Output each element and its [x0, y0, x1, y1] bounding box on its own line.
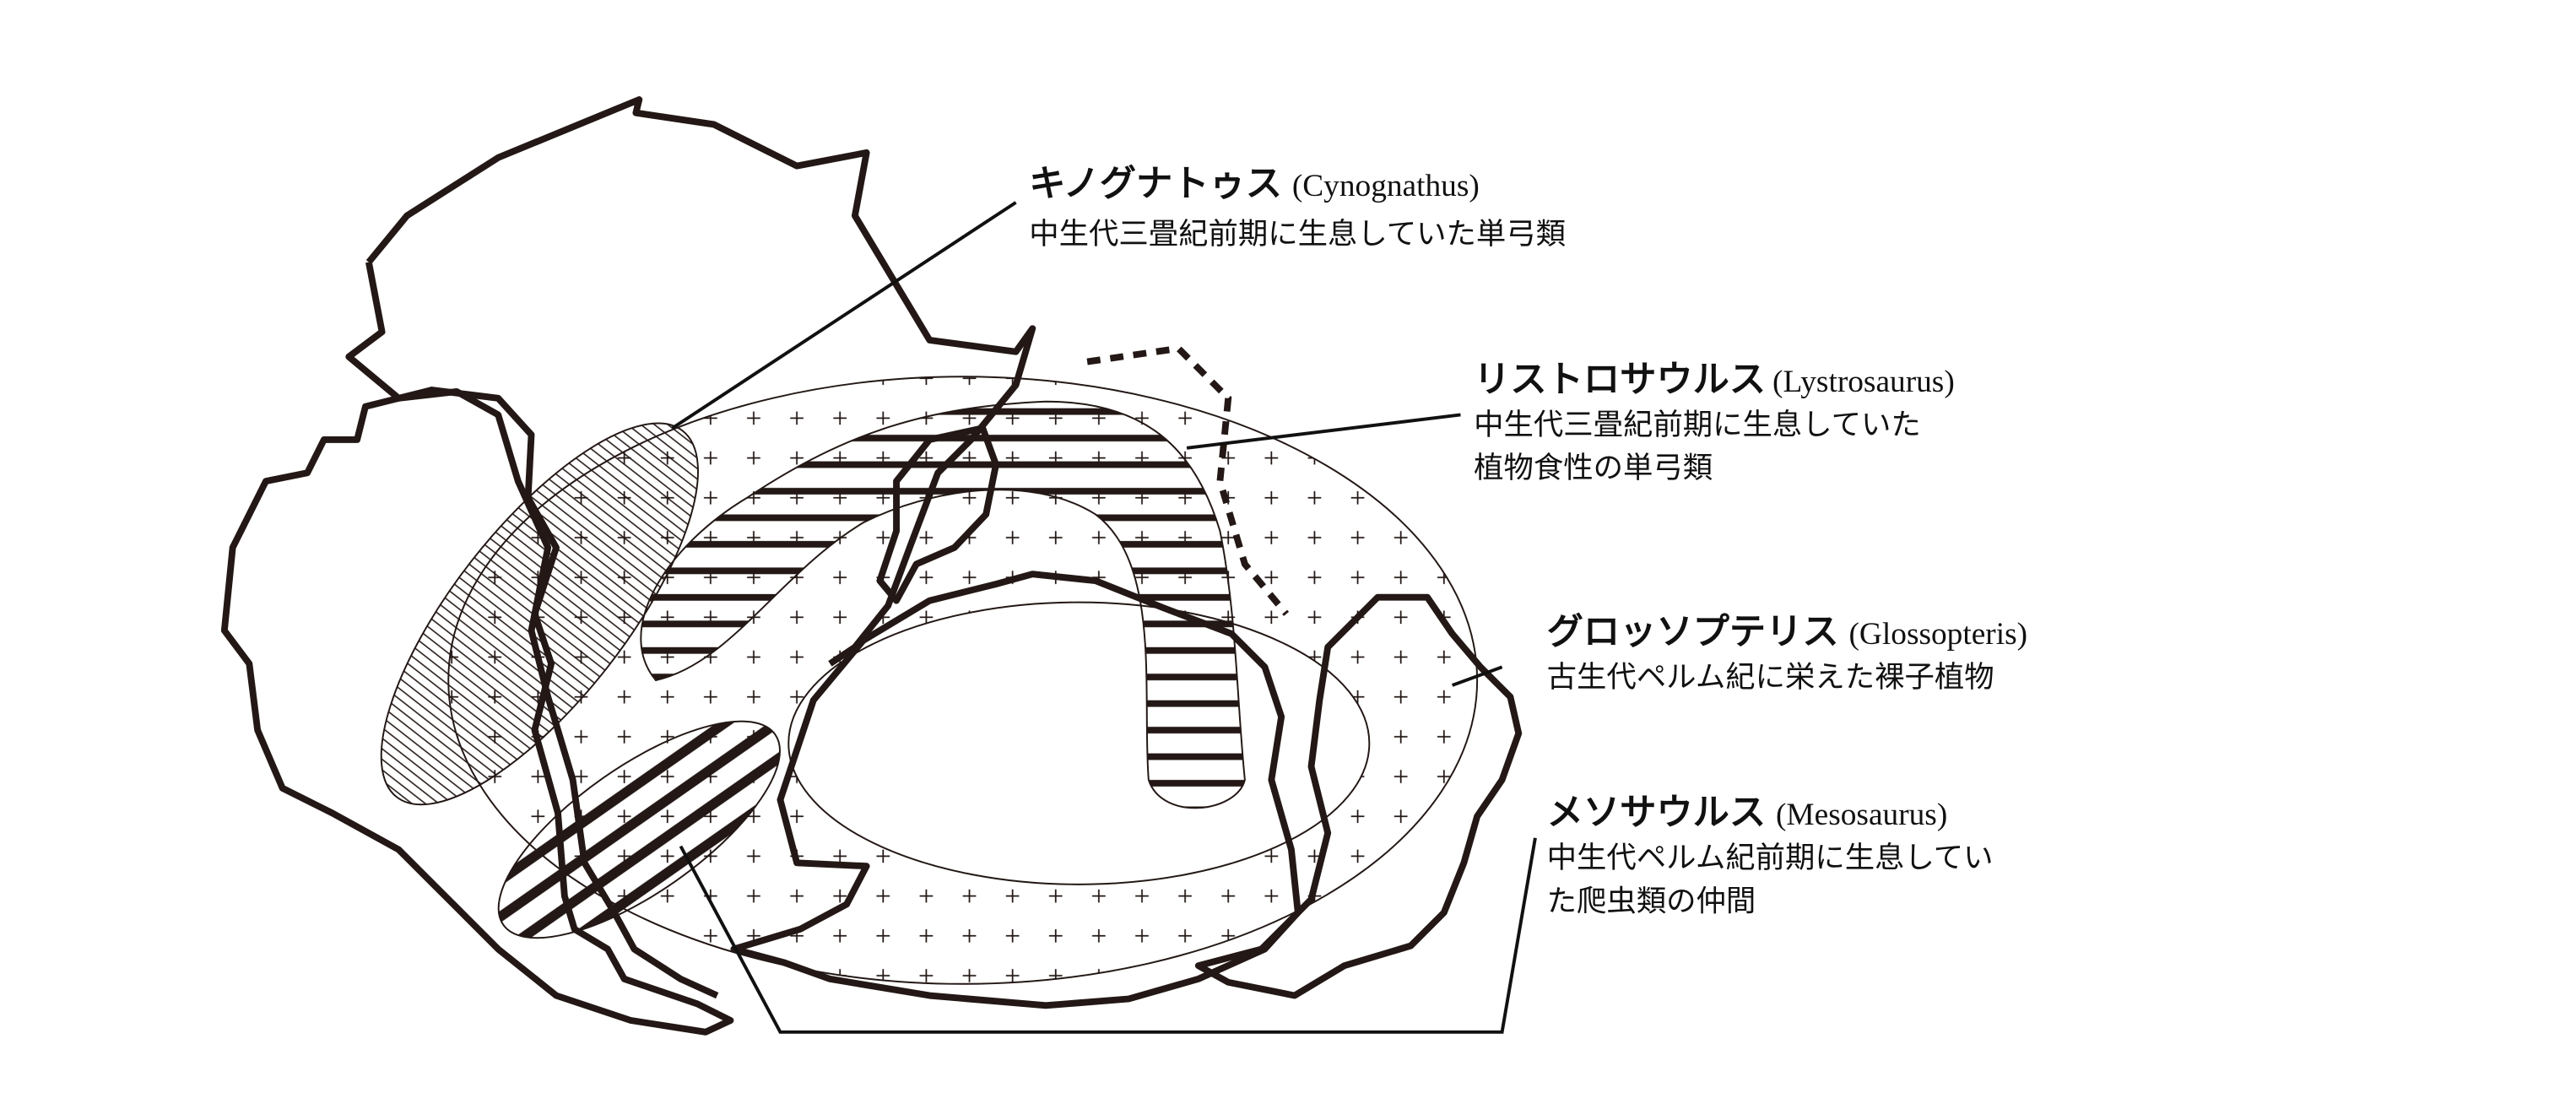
svg-text:リストロサウルス(Lystrosaurus): リストロサウルス(Lystrosaurus)	[1474, 359, 1955, 401]
glossopteris-name-jp: グロッソプテリス	[1547, 611, 1839, 653]
mesosaurus-name-latin: (Mesosaurus)	[1776, 798, 1947, 832]
glossopteris-label: グロッソプテリス (Glossopteris) 古生代ペルム紀に栄えた裸子植物	[1547, 611, 2027, 695]
mesosaurus-range	[497, 720, 781, 939]
cynognathus-name-latin: (Cynognathus)	[1292, 169, 1480, 203]
mesosaurus-name-jp: メソサウルス	[1547, 792, 1767, 834]
mesosaurus-label: メソサウルス (Mesosaurus) 中生代ペルム紀前期に生息してい た爬虫類の…	[1547, 792, 1994, 918]
svg-text:メソサウルス(Mesosaurus): メソサウルス (Mesosaurus)	[1547, 792, 1948, 834]
cynognathus-description: 中生代三畳紀前期に生息していた単弓類	[1029, 217, 1566, 252]
glossopteris-description: 古生代ペルム紀に栄えた裸子植物	[1547, 660, 1994, 695]
glossopteris-name-latin: (Glossopteris)	[1848, 617, 2027, 652]
cynognathus-range	[380, 422, 699, 806]
antarctica-outline	[730, 571, 1302, 1009]
india-outline	[876, 425, 999, 604]
lystrosaurus-range	[640, 400, 1246, 809]
dashed-coastline	[1086, 344, 1290, 616]
glossopteris-leader-line	[1451, 665, 1503, 687]
lystrosaurus-leader-line	[1186, 413, 1461, 450]
mesosaurus-leader-line	[679, 837, 1537, 1034]
cynognathus-name-jp: キノグナトゥス	[1029, 163, 1282, 205]
svg-text:グロッソプテリス(Glossopteris): グロッソプテリス (Glossopteris)	[1547, 611, 2027, 653]
australia-outline	[1194, 593, 1523, 999]
lystrosaurus-label: リストロサウルス(Lystrosaurus) 中生代三畳紀前期に生息していた 植…	[1474, 359, 1955, 485]
lystrosaurus-description-line1: 中生代三畳紀前期に生息していた	[1474, 408, 1921, 442]
mesosaurus-description-line2: た爬虫類の仲間	[1547, 884, 1756, 918]
cynognathus-label: キノグナトゥス (Cynognathus) 中生代三畳紀前期に生息していた単弓類	[1029, 163, 1566, 252]
svg-text:キノグナトゥス(Cynognathus): キノグナトゥス (Cynognathus)	[1029, 163, 1479, 205]
continent-outlines	[220, 96, 1523, 1036]
south-america-outline	[220, 387, 734, 1036]
mesosaurus-description-line1: 中生代ペルム紀前期に生息してい	[1547, 841, 1994, 875]
cynognathus-leader-line	[671, 201, 1017, 430]
lystrosaurus-name-jp: リストロサウルス	[1474, 359, 1766, 401]
lystrosaurus-description-line2: 植物食性の単弓類	[1474, 451, 1713, 485]
lystrosaurus-name-latin: (Lystrosaurus)	[1772, 365, 1955, 399]
